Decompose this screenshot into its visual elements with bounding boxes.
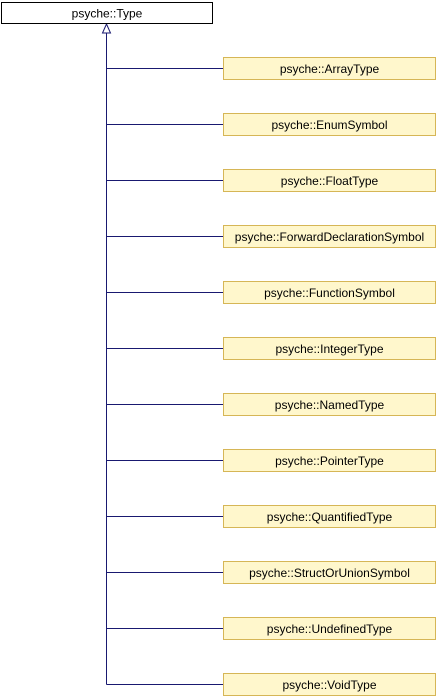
base-class-box	[1, 2, 213, 24]
derived-class-node[interactable]: psyche::ForwardDeclarationSymbol	[223, 225, 436, 248]
derived-class-label: psyche::EnumSymbol	[271, 118, 387, 132]
derived-class-node[interactable]: psyche::QuantifiedType	[223, 505, 436, 528]
derived-class-label: psyche::ForwardDeclarationSymbol	[235, 230, 424, 244]
derived-class-label: psyche::FunctionSymbol	[264, 286, 395, 300]
derived-class-label: psyche::StructOrUnionSymbol	[249, 566, 410, 580]
derived-class-node[interactable]: psyche::IntegerType	[223, 337, 436, 360]
derived-class-label: psyche::UndefinedType	[267, 622, 393, 636]
derived-class-label: psyche::IntegerType	[275, 342, 383, 356]
derived-class-label: psyche::PointerType	[275, 454, 384, 468]
derived-class-node[interactable]: psyche::EnumSymbol	[223, 113, 436, 136]
base-class-node[interactable]: psyche::Type	[1, 2, 213, 24]
derived-class-label: psyche::FloatType	[281, 174, 379, 188]
derived-class-node[interactable]: psyche::StructOrUnionSymbol	[223, 561, 436, 584]
inheritance-arrowhead	[101, 22, 112, 34]
derived-class-node[interactable]: psyche::FunctionSymbol	[223, 281, 436, 304]
derived-class-node[interactable]: psyche::PointerType	[223, 449, 436, 472]
derived-class-label: psyche::QuantifiedType	[267, 510, 393, 524]
derived-class-label: psyche::NamedType	[275, 398, 385, 412]
derived-class-node[interactable]: psyche::NamedType	[223, 393, 436, 416]
base-class-label: psyche::Type	[72, 7, 143, 21]
derived-class-node[interactable]: psyche::FloatType	[223, 169, 436, 192]
derived-class-node[interactable]: psyche::VoidType	[223, 673, 436, 696]
derived-class-node[interactable]: psyche::ArrayType	[223, 57, 436, 80]
derived-class-node[interactable]: psyche::UndefinedType	[223, 617, 436, 640]
derived-class-nodes: psyche::ArrayTypepsyche::EnumSymbolpsych…	[223, 57, 436, 696]
derived-class-label: psyche::VoidType	[282, 678, 376, 692]
inheritance-edges	[101, 22, 223, 685]
derived-class-label: psyche::ArrayType	[280, 62, 380, 76]
